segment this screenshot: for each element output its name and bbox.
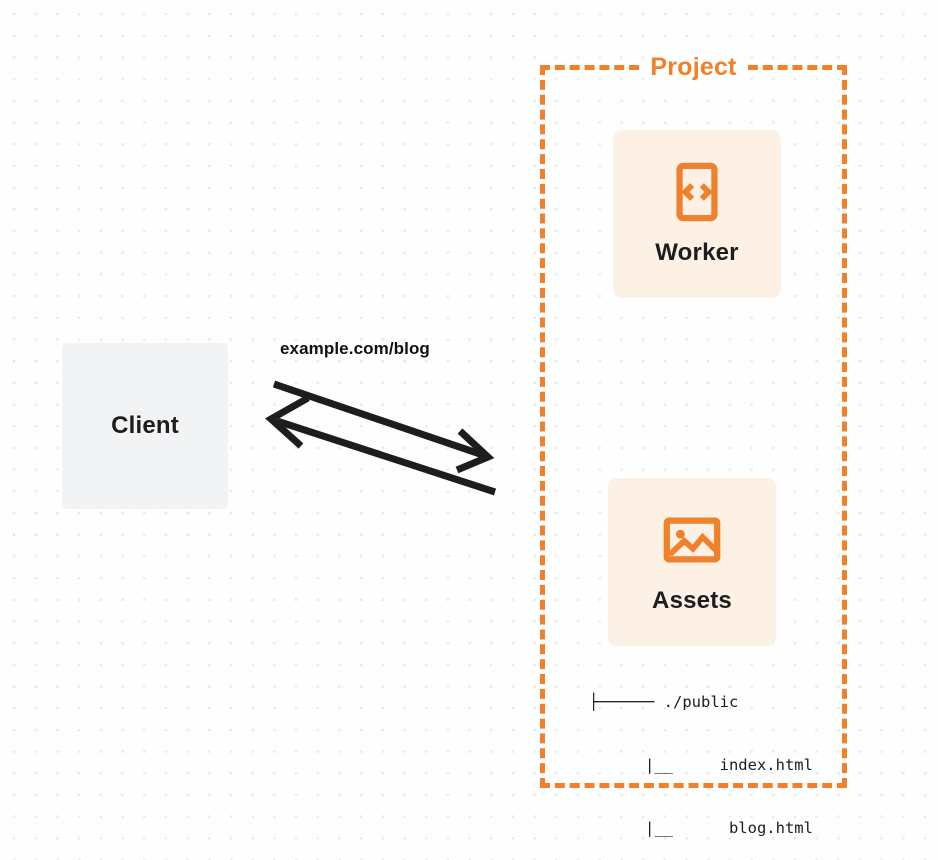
file-tree-line: |__ blog.html — [589, 819, 813, 837]
response-arrow-icon — [265, 394, 497, 496]
file-tree-line: ├────── ./public — [589, 693, 739, 711]
connection-label: example.com/blog — [280, 339, 430, 358]
node-worker-label: Worker — [655, 239, 739, 266]
code-file-icon — [676, 162, 718, 222]
image-icon — [663, 517, 721, 563]
node-client[interactable]: Client — [62, 343, 228, 509]
file-tree-line: |__ index.html — [589, 756, 813, 774]
node-assets-label: Assets — [652, 587, 732, 614]
project-boundary: Project — [540, 53, 847, 788]
node-worker[interactable]: Worker — [613, 130, 781, 298]
project-label: Project — [643, 53, 744, 82]
node-client-label: Client — [111, 412, 179, 439]
request-arrow-icon — [272, 380, 495, 474]
node-assets[interactable]: Assets — [608, 478, 776, 646]
assets-file-tree: ├────── ./public |__ index.html |__ blog… — [589, 650, 813, 860]
